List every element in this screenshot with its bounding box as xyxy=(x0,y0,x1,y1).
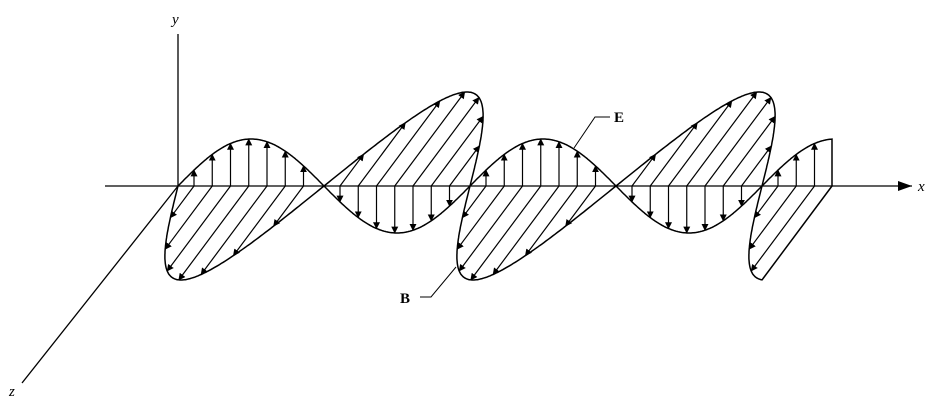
b-field-vector xyxy=(164,185,213,250)
b-field-label: B xyxy=(400,291,410,307)
b-field-vector xyxy=(753,185,779,219)
x-axis-arrowhead xyxy=(898,181,912,191)
b-field-vector xyxy=(456,185,505,250)
b-leader-line xyxy=(420,266,457,298)
b-field-vector xyxy=(169,185,195,219)
b-field-vector xyxy=(273,185,304,227)
waves xyxy=(164,91,833,281)
b-field-vector xyxy=(750,185,815,272)
b-field-vector xyxy=(430,115,484,187)
b-field-vector xyxy=(461,185,487,219)
b-field-vector xyxy=(686,91,758,187)
b-field-vector xyxy=(470,185,542,281)
b-field-vector xyxy=(394,91,466,187)
b-field-vector xyxy=(339,153,365,187)
b-field-vector xyxy=(741,145,772,187)
b-field-vector xyxy=(412,96,480,187)
labels: E B xyxy=(400,110,624,307)
b-field-vector xyxy=(704,96,772,187)
b-field-vector xyxy=(449,145,480,187)
b-field-vector xyxy=(357,122,406,187)
e-leader-line xyxy=(573,116,610,149)
x-axis-label: x xyxy=(917,179,925,195)
z-axis-label: z xyxy=(8,384,15,400)
b-field-vector xyxy=(166,185,231,272)
z-axis xyxy=(21,185,179,384)
b-field-vector xyxy=(649,122,698,187)
axes: y x z xyxy=(8,12,925,400)
b-field-vector xyxy=(232,185,286,257)
b-field-vector xyxy=(748,185,797,250)
b-field-vector xyxy=(722,115,776,187)
e-field-label: E xyxy=(614,110,624,126)
b-field-vector xyxy=(565,185,596,227)
b-field-vector xyxy=(200,185,268,276)
b-field-vector xyxy=(178,185,250,281)
b-field-vector xyxy=(668,100,733,187)
b-field-vector xyxy=(631,153,657,187)
b-field-vector xyxy=(458,185,523,272)
b-field-vector xyxy=(376,100,441,187)
b-field-vector xyxy=(492,185,560,276)
b-field-vector xyxy=(524,185,578,257)
y-axis-label: y xyxy=(170,12,179,28)
